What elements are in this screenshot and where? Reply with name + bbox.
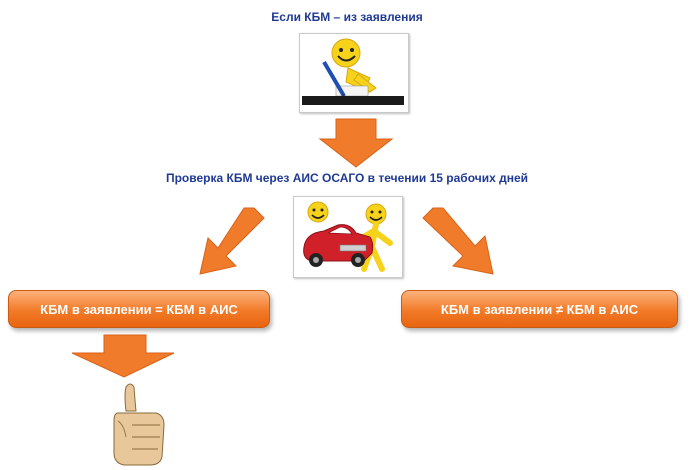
step-top-caption: Если КБМ – из заявления: [271, 10, 423, 24]
arrow-down-top: [318, 118, 394, 168]
smiley-car-icon: [293, 196, 403, 278]
smiley-signing-icon: [299, 33, 409, 113]
thumbs-up-icon: [113, 383, 165, 466]
outcome-equal-box: КБМ в заявлении = КБМ в АИС: [8, 290, 270, 328]
step-check-caption: Проверка КБМ через АИС ОСАГО в течении 1…: [165, 171, 529, 185]
arrow-down-right: [422, 207, 494, 275]
arrow-down-bottom: [71, 334, 175, 378]
outcome-not-equal-box: КБМ в заявлении ≠ КБМ в АИС: [401, 290, 678, 328]
arrow-down-left: [199, 207, 265, 275]
